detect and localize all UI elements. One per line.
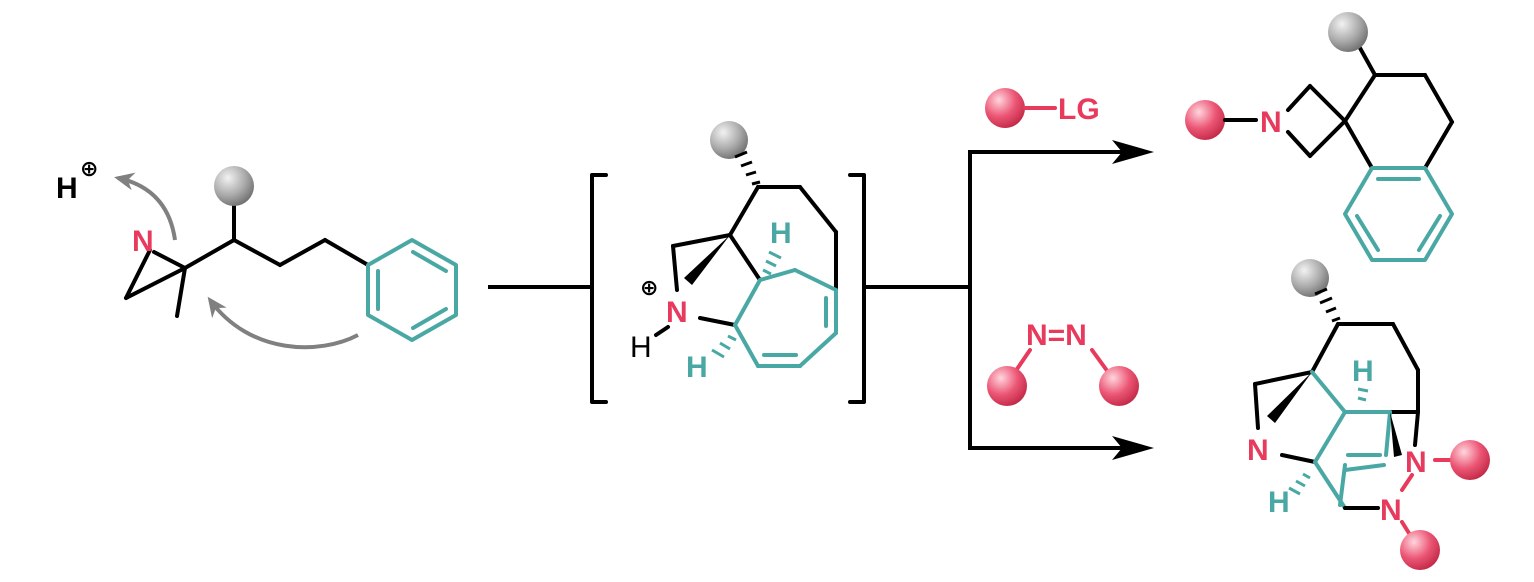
leaving-group-label: LG [1058, 93, 1100, 126]
ring-bond [1310, 322, 1340, 374]
teal-bond [733, 278, 762, 327]
fusion-hydrogen-bottom: H [1268, 486, 1290, 519]
red-sphere-icon [1099, 366, 1139, 406]
reagent-electrophile: LG [985, 88, 1100, 128]
substituent-bond [1358, 46, 1377, 77]
fusion-hydrogen-top: H [1352, 355, 1374, 388]
teal-bond [798, 331, 838, 368]
curly-arrow-attack [207, 296, 359, 350]
azo-label: N=N [1026, 319, 1087, 352]
teal-double-bond [1343, 463, 1386, 472]
teal-bond [1310, 370, 1347, 414]
hashed-bond-h [1288, 472, 1311, 496]
phenyl-ring [366, 238, 458, 342]
grey-sphere-icon [1328, 12, 1368, 52]
proton-charge: ⊕ [80, 157, 98, 182]
aziridine-bond [152, 250, 187, 270]
fusion-hydrogen-top: H [770, 217, 792, 250]
aziridine-nitrogen: N [132, 225, 154, 258]
azetidine-bond [1308, 84, 1347, 123]
c-n-bond [1413, 410, 1420, 447]
ring-bond [1280, 453, 1317, 464]
bracket-left [590, 173, 608, 404]
red-sphere-icon [1400, 530, 1440, 570]
phenyl-double-bond [411, 250, 448, 273]
red-sphere-icon [987, 366, 1027, 406]
phenyl-double-bond [411, 307, 448, 330]
aziridine-bond [124, 266, 187, 300]
arrowhead-top [1112, 140, 1154, 164]
hashed-bond-h [711, 334, 737, 359]
reagent-azo: N=N [987, 319, 1139, 406]
n-h-bond [654, 325, 670, 337]
ring-bond [671, 233, 732, 248]
curly-arrow-deprotonation [114, 172, 177, 241]
ring-bond [1343, 119, 1374, 170]
n-n-bond [1400, 473, 1414, 492]
hashed-bond [734, 150, 761, 186]
chain-bond [278, 238, 327, 267]
ring-bond [1343, 73, 1377, 123]
wedge-bond [1390, 412, 1402, 457]
chain-bond [323, 238, 370, 267]
intermediate: ⊕ N H H H [590, 121, 866, 404]
teal-bond [1313, 410, 1347, 464]
ring-bond [671, 244, 679, 292]
benzene-double-bond [1355, 214, 1380, 252]
red-sphere-icon [1185, 100, 1225, 140]
teal-bond [793, 268, 838, 292]
grey-sphere-icon [214, 166, 254, 206]
bracket-right [848, 173, 866, 404]
product-cycloadduct: N H H N N [1247, 259, 1490, 570]
ring-bond [1423, 120, 1454, 170]
ring-bond [698, 316, 737, 327]
ring-bond [1253, 382, 1260, 430]
n-hydrogen: H [630, 331, 652, 364]
azetidine-bond [1286, 130, 1312, 158]
hashed-bond-h [762, 250, 782, 276]
ring-bond [728, 233, 762, 282]
azetidine-nitrogen: N [1260, 106, 1282, 139]
teal-bond [733, 323, 760, 368]
ring-bond [798, 185, 838, 234]
proton-label: H [56, 172, 78, 205]
benzene-ring [1343, 166, 1454, 262]
ring-bond [1253, 370, 1314, 386]
product-spiroazetidine: N [1185, 12, 1454, 262]
wedge-bond [1267, 372, 1312, 423]
arrowhead-bottom [1112, 436, 1154, 460]
hashed-bond-h [1357, 387, 1369, 402]
teal-bond [1384, 410, 1392, 457]
teal-bond [1338, 463, 1347, 507]
wedge-bond [684, 235, 730, 285]
azetidine-bond [1286, 84, 1312, 112]
starting-material: H ⊕ N [56, 157, 458, 350]
grey-sphere-icon [1291, 259, 1329, 297]
product-nitrogen: N [1247, 434, 1269, 467]
grey-sphere-icon [710, 121, 748, 159]
ammonium-charge: ⊕ [640, 276, 658, 301]
azo-bond [1013, 348, 1032, 374]
ring-bond [1423, 73, 1454, 124]
hashed-bond [1314, 287, 1341, 323]
aziridine-bond [175, 266, 187, 318]
chain-bond [232, 238, 282, 267]
hydrazine-nitrogen-lower: N [1380, 494, 1402, 527]
red-sphere-icon [985, 88, 1025, 128]
teal-bond [758, 268, 797, 282]
chain-bond [183, 238, 236, 270]
ammonium-nitrogen: N [666, 296, 688, 329]
ring-bond [1391, 322, 1420, 372]
fusion-hydrogen-bottom: H [686, 351, 708, 384]
benzene-double-bond [1417, 214, 1442, 252]
azo-bond [1090, 348, 1110, 374]
red-sphere-icon [1450, 440, 1490, 480]
ring-bond [728, 185, 760, 237]
azetidine-bond [1308, 119, 1347, 158]
aziridine-bond [124, 248, 152, 300]
hydrazine-nitrogen-upper: N [1405, 446, 1427, 479]
